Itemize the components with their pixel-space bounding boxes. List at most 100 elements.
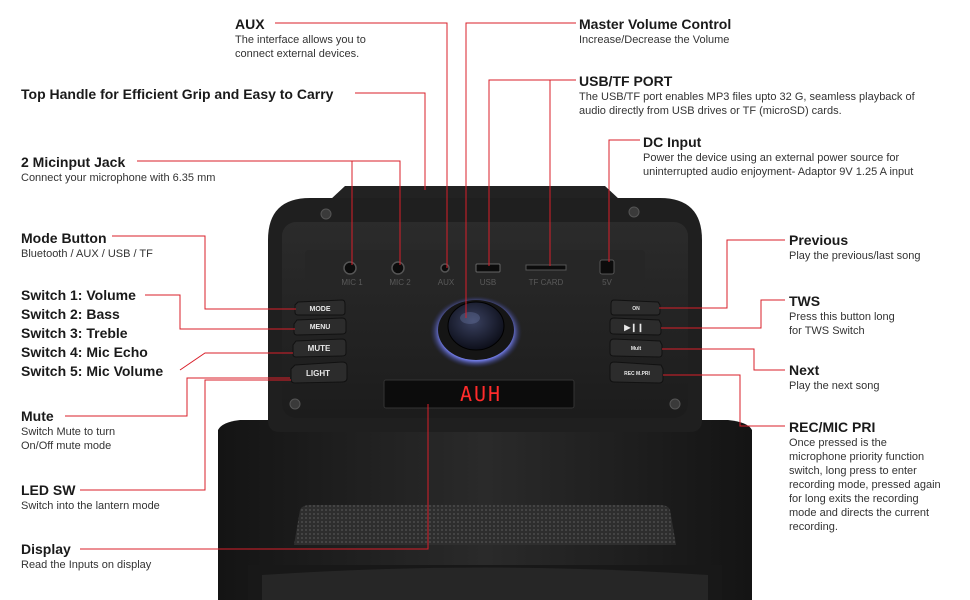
port-label: TF CARD: [529, 278, 564, 287]
leader-mute: [179, 352, 293, 371]
previous-button[interactable]: [610, 299, 661, 316]
leader-dc: [608, 139, 640, 262]
previous-button-label: ON: [632, 306, 640, 312]
led-display: [383, 379, 575, 409]
annotation-rec-desc: recording mode, pressed again: [789, 479, 941, 491]
master-volume-knob[interactable]: [447, 301, 505, 351]
annotation-usb-title: USB/TF PORT: [579, 73, 673, 89]
mute-button-label: MUTE: [308, 344, 331, 353]
annotation-display: Display Read the Inputs on display: [21, 541, 151, 572]
switch-3-label: Switch 3: Treble: [21, 325, 128, 341]
annotation-rec-desc: switch, long press to enter: [789, 465, 917, 477]
leader-next: [662, 348, 785, 371]
annotation-next-title: Next: [789, 362, 820, 378]
annotation-aux-desc: The interface allows you to: [235, 34, 366, 46]
mic1-jack: [343, 261, 357, 275]
annotation-aux: AUX The interface allows you to connect …: [235, 16, 366, 61]
screw: [669, 398, 681, 410]
annotation-rec: REC/MIC PRI Once pressed is the micropho…: [789, 419, 941, 534]
port-label: AUX: [438, 278, 455, 287]
annotation-usb-desc: The USB/TF port enables MP3 files upto 3…: [579, 91, 915, 103]
leader-mic: [137, 160, 401, 265]
annotation-previous-title: Previous: [789, 232, 849, 248]
annotation-next: Next Play the next song: [789, 362, 880, 393]
play-pause-icon: ▶❙❙: [623, 323, 644, 333]
menu-button[interactable]: [293, 317, 347, 336]
screw: [628, 206, 640, 218]
annotation-dc-desc: Power the device using an external power…: [643, 152, 900, 164]
annotation-handle: Top Handle for Efficient Grip and Easy t…: [21, 86, 333, 103]
annotation-rec-desc: Once pressed is the: [789, 437, 887, 449]
leader-display: [80, 404, 429, 550]
mute-button[interactable]: [292, 338, 347, 358]
annotation-tws: TWS Press this button long for TWS Switc…: [789, 293, 895, 338]
annotation-next-desc: Play the next song: [789, 380, 880, 392]
leader-mute2: [65, 377, 290, 417]
annotation-dc: DC Input Power the device using an exter…: [643, 134, 913, 179]
annotation-dc-desc: uninterrupted audio enjoyment- Adaptor 9…: [643, 166, 914, 178]
port-label: MIC 2: [389, 278, 411, 287]
leader-volume: [465, 22, 576, 318]
mic2-jack: [391, 261, 405, 275]
annotation-rec-title: REC/MIC PRI: [789, 419, 876, 435]
annotation-aux-title: AUX: [235, 16, 265, 32]
rec-button-label: REC M.PRI: [624, 371, 650, 377]
annotation-usb: USB/TF PORT The USB/TF port enables MP3 …: [579, 73, 915, 118]
annotation-volume-desc: Increase/Decrease the Volume: [579, 34, 730, 46]
annotation-previous: Previous Play the previous/last song: [789, 232, 920, 263]
port-label: MIC 1: [341, 278, 363, 287]
annotation-mic: 2 Micinput Jack Connect your microphone …: [21, 154, 215, 185]
rec-button[interactable]: [609, 361, 664, 384]
annotation-display-desc: Read the Inputs on display: [21, 559, 152, 571]
tws-button[interactable]: [609, 317, 662, 336]
tf-card-slot: [525, 264, 567, 271]
annotation-led: LED SW Switch into the lantern mode: [21, 482, 160, 513]
annotation-handle-title: Top Handle for Efficient Grip and Easy t…: [21, 86, 334, 102]
usb-port: [475, 263, 501, 273]
switch-2-label: Switch 2: Bass: [21, 306, 120, 322]
annotation-mute: Mute Switch Mute to turn On/Off mute mod…: [21, 408, 115, 453]
annotation-rec-desc: recording.: [789, 521, 838, 533]
left-button-column: MODE MENU MUTE LIGHT: [290, 299, 348, 384]
leader-rec: [663, 374, 785, 427]
annotation-rec-desc: microphone priority function: [789, 451, 925, 463]
annotation-mute-title: Mute: [21, 408, 54, 424]
leader-led: [80, 379, 291, 491]
annotation-mute-desc: On/Off mute mode: [21, 440, 112, 452]
leader-handle: [355, 92, 426, 190]
leader-mode: [112, 235, 296, 310]
next-button[interactable]: [609, 338, 663, 358]
annotation-volume: Master Volume Control Increase/Decrease …: [579, 16, 731, 47]
display-readout: AUH: [460, 382, 502, 406]
mode-button[interactable]: [294, 299, 346, 316]
annotation-switches: Switch 1: Volume Switch 2: Bass Switch 3…: [21, 286, 163, 381]
annotation-mode: Mode Button Bluetooth / AUX / USB / TF: [21, 230, 153, 261]
mode-button-label: MODE: [310, 306, 331, 313]
annotation-dc-title: DC Input: [643, 134, 702, 150]
annotation-led-desc: Switch into the lantern mode: [21, 500, 160, 512]
annotation-aux-desc: connect external devices.: [235, 48, 360, 60]
switch-4-label: Switch 4: Mic Echo: [21, 344, 148, 360]
annotation-mode-title: Mode Button: [21, 230, 107, 246]
port-label: USB: [480, 278, 496, 287]
right-button-column: ON ▶❙❙ Mult REC M.PRI: [609, 299, 664, 384]
leader-switches: [145, 294, 295, 330]
annotation-tws-title: TWS: [789, 293, 821, 309]
light-button-label: LIGHT: [306, 369, 330, 378]
annotation-mute-desc: Switch Mute to turn: [21, 426, 116, 438]
screw: [320, 208, 332, 220]
annotation-usb-desc: audio directly from USB drives or TF (mi…: [579, 105, 842, 117]
switch-5-label: Switch 5: Mic Volume: [21, 363, 164, 379]
annotation-volume-title: Master Volume Control: [579, 16, 732, 32]
light-button[interactable]: [290, 361, 348, 384]
leader-previous: [659, 239, 785, 309]
leader-usb: [488, 79, 576, 266]
screw: [289, 398, 301, 410]
annotation-rec-desc: mode and directs the current: [789, 507, 930, 519]
leader-aux: [275, 22, 448, 268]
annotation-previous-desc: Play the previous/last song: [789, 250, 921, 262]
annotation-tws-desc: for TWS Switch: [789, 325, 865, 337]
annotation-mic-desc: Connect your microphone with 6.35 mm: [21, 172, 216, 184]
